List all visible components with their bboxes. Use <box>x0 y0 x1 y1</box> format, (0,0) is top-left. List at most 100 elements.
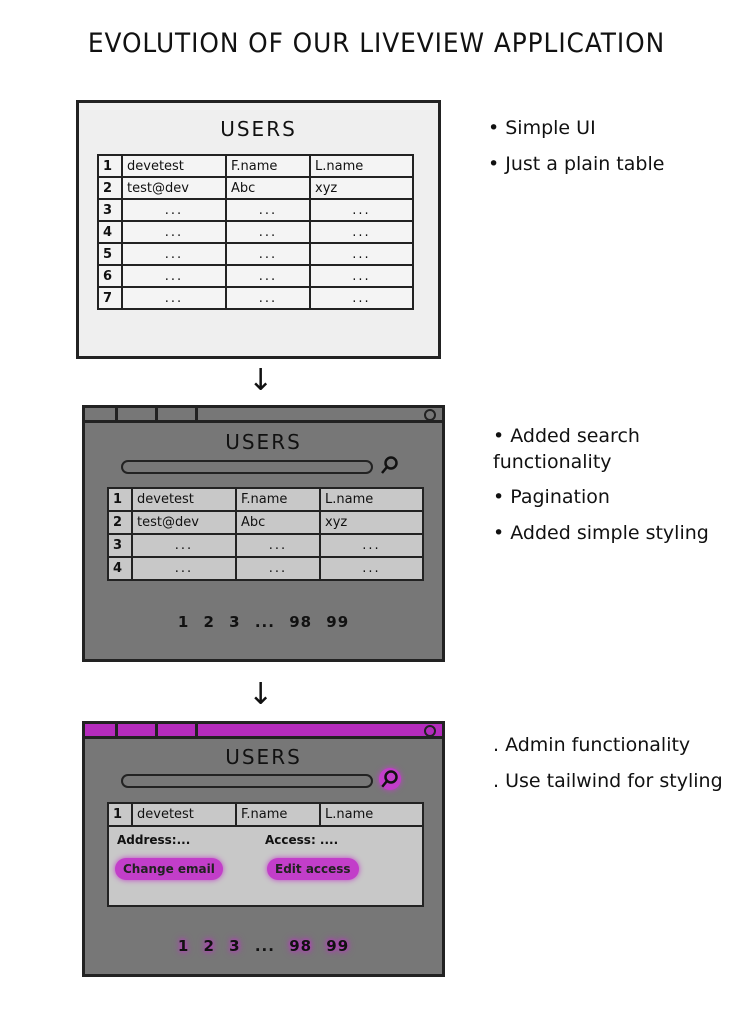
panel-heading: USERS <box>220 117 297 141</box>
table-cell: ... <box>309 220 414 244</box>
search-input[interactable] <box>121 774 373 788</box>
page-link[interactable]: 98 <box>289 613 313 631</box>
table-cell: ... <box>131 556 237 581</box>
table-row: 7 ... ... ... <box>97 286 414 310</box>
users-table: 1 devetest F.name L.name 2 test@dev Abc … <box>97 154 414 310</box>
table-row: 4 ... ... ... <box>97 220 414 244</box>
page-link[interactable]: 2 <box>203 613 215 631</box>
table-cell: 3 <box>97 198 123 222</box>
table-cell: xyz <box>319 510 424 535</box>
table-row: 6 ... ... ... <box>97 264 414 288</box>
window-tab <box>85 408 118 420</box>
table-cell: ... <box>121 198 227 222</box>
window-tab <box>158 724 198 736</box>
table-header-row: 1 devetest F.name L.name <box>107 802 424 827</box>
window-tab <box>85 724 118 736</box>
page-ellipsis: ... <box>254 937 275 955</box>
table-row: 2 test@dev Abc xyz <box>97 176 414 200</box>
table-cell: 6 <box>97 264 123 288</box>
table-cell: 4 <box>107 556 133 581</box>
table-cell: ... <box>225 198 311 222</box>
panel-admin-tailwind: USERS 1 devetest F.name L.name Address:.… <box>82 721 445 977</box>
table-cell: ... <box>121 264 227 288</box>
header-cell: F.name <box>225 154 311 178</box>
table-cell: xyz <box>309 176 414 200</box>
header-cell: F.name <box>235 802 321 827</box>
table-cell: ... <box>225 286 311 310</box>
table-cell: 2 <box>107 510 133 535</box>
window-tab <box>118 724 158 736</box>
table-cell: ... <box>319 556 424 581</box>
header-cell: 1 <box>97 154 123 178</box>
panel-heading: USERS <box>225 745 302 769</box>
table-cell: Abc <box>225 176 311 200</box>
table-cell: 5 <box>97 242 123 266</box>
table-cell: ... <box>121 220 227 244</box>
page-link[interactable]: 1 <box>177 613 190 631</box>
panel-heading: USERS <box>225 430 302 454</box>
table-cell: test@dev <box>131 510 237 535</box>
table-row: 4 ... ... ... <box>107 556 424 581</box>
table-cell: 7 <box>97 286 123 310</box>
user-detail-panel: Address:... Access: .... Change email Ed… <box>107 825 424 907</box>
header-cell: devetest <box>131 802 237 827</box>
header-cell: devetest <box>121 154 227 178</box>
users-table: 1 devetest F.name L.name 2 test@dev Abc … <box>107 487 424 581</box>
header-cell: L.name <box>319 487 424 512</box>
header-cell: 1 <box>107 487 133 512</box>
users-table: 1 devetest F.name L.name <box>107 802 424 827</box>
page-link[interactable]: 2 <box>203 937 215 955</box>
pagination: 1 2 3 ... 98 99 <box>85 937 442 955</box>
table-cell: ... <box>319 533 424 558</box>
header-cell: L.name <box>319 802 424 827</box>
window-tab <box>158 408 198 420</box>
page-link[interactable]: 3 <box>229 613 241 631</box>
table-cell: ... <box>121 286 227 310</box>
note-item: • Simple UI <box>488 117 596 139</box>
panel-search-pagination: USERS 1 devetest F.name L.name 2 test@de… <box>82 405 445 662</box>
page-link[interactable]: 99 <box>326 937 350 955</box>
window-circle-icon <box>424 409 436 421</box>
table-row: 3 ... ... ... <box>107 533 424 558</box>
edit-access-button[interactable]: Edit access <box>267 858 359 880</box>
down-arrow-icon: ↓ <box>248 363 274 398</box>
table-cell: 4 <box>97 220 123 244</box>
table-cell: ... <box>235 556 321 581</box>
table-cell: ... <box>225 242 311 266</box>
table-header-row: 1 devetest F.name L.name <box>97 154 414 178</box>
note-item: . Use tailwind for styling <box>493 769 723 792</box>
header-cell: F.name <box>235 487 321 512</box>
page-link[interactable]: 3 <box>229 937 241 955</box>
note-item: • Just a plain table <box>488 152 665 175</box>
window-titlebar <box>85 408 442 423</box>
window-circle-icon <box>424 725 436 737</box>
table-cell: ... <box>309 286 414 310</box>
table-cell: ... <box>309 198 414 222</box>
table-cell: test@dev <box>121 176 227 200</box>
table-cell: ... <box>235 533 321 558</box>
window-titlebar <box>85 724 442 739</box>
page-link[interactable]: 98 <box>289 937 313 955</box>
change-email-button[interactable]: Change email <box>115 858 223 880</box>
panel-plain-table: USERS 1 devetest F.name L.name 2 test@de… <box>76 100 441 359</box>
header-cell: L.name <box>309 154 414 178</box>
search-icon[interactable] <box>379 454 401 476</box>
note-item: . Admin functionality <box>493 734 691 756</box>
search-icon[interactable] <box>379 768 401 790</box>
table-cell: ... <box>225 220 311 244</box>
table-cell: ... <box>309 264 414 288</box>
page-ellipsis: ... <box>254 613 275 631</box>
search-input[interactable] <box>121 460 373 474</box>
notes-stage-3: . Admin functionality . Use tailwind for… <box>493 733 743 804</box>
diagram-title: EVOLUTION OF OUR LIVEVIEW APPLICATION <box>87 28 666 59</box>
table-row: 2 test@dev Abc xyz <box>107 510 424 535</box>
table-cell: ... <box>225 264 311 288</box>
table-cell: 3 <box>107 533 133 558</box>
table-cell: ... <box>309 242 414 266</box>
page-link[interactable]: 99 <box>326 613 350 631</box>
table-cell: ... <box>131 533 237 558</box>
page-link[interactable]: 1 <box>177 937 190 955</box>
pagination: 1 2 3 ... 98 99 <box>85 613 442 631</box>
table-header-row: 1 devetest F.name L.name <box>107 487 424 512</box>
table-cell: 2 <box>97 176 123 200</box>
